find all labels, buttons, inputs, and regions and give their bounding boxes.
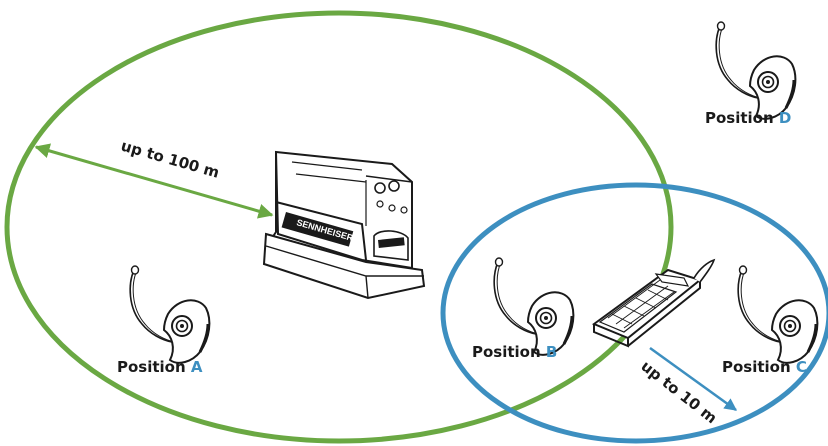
position-label-b: Position B: [472, 343, 557, 361]
mobile-phone-icon: [594, 260, 714, 346]
headset-icon: [738, 266, 817, 363]
headset-icon: [494, 258, 573, 355]
position-label-c: Position C: [722, 358, 807, 376]
position-label-a: Position A: [117, 358, 203, 376]
headset-icon: [130, 266, 209, 363]
base-station-icon: SENNHEISER: [264, 152, 424, 298]
headset-icon: [716, 22, 795, 119]
position-label-d: Position D: [705, 109, 791, 127]
